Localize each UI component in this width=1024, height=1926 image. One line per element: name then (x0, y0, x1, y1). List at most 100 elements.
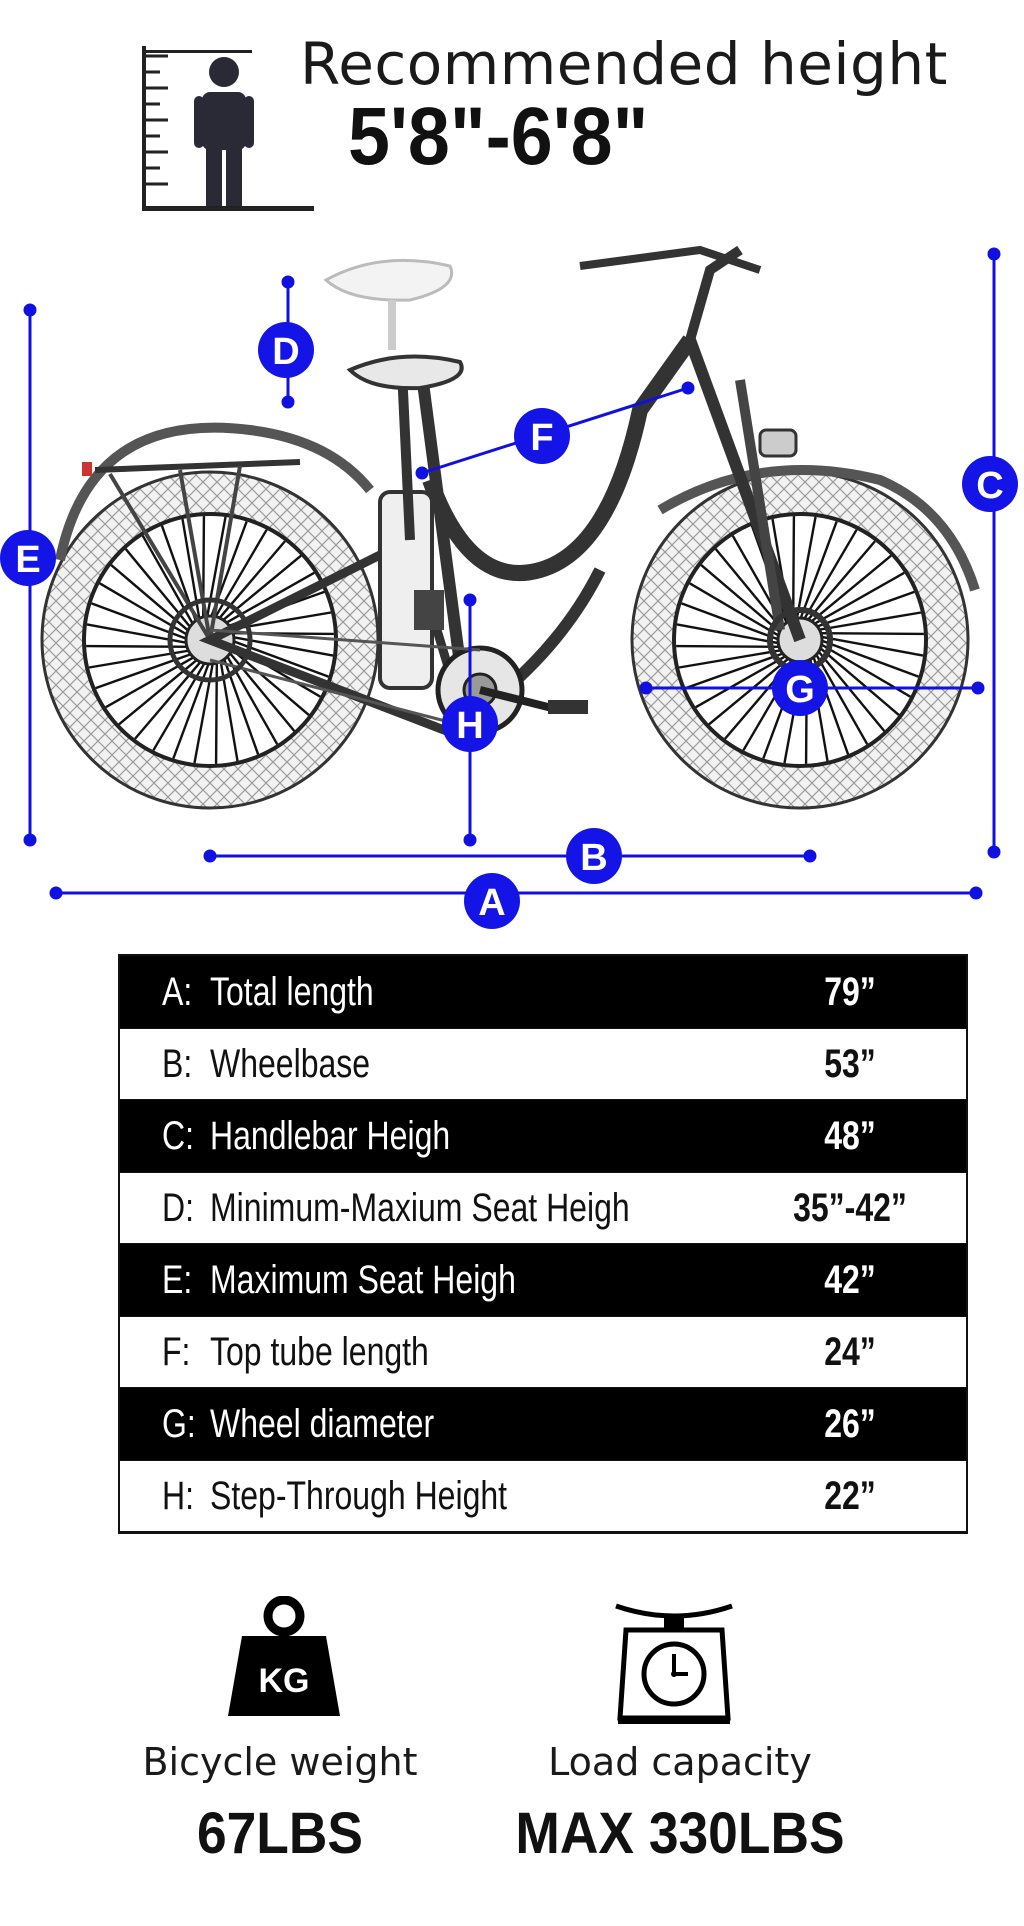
spec-table: A: Total length 79” B: Wheelbase 53” C: … (118, 954, 968, 1534)
wheel-spoke (124, 548, 194, 631)
badge-d: D (258, 322, 314, 378)
wheel-spoke (172, 659, 212, 759)
spec-value: 26” (824, 1401, 876, 1446)
badge-g: G (772, 660, 828, 716)
spec-value: 48” (824, 1113, 876, 1158)
kettlebell-weight-icon: KG (228, 1596, 340, 1716)
dimension-lines (23, 247, 1001, 900)
spec-letter: H: (162, 1473, 194, 1518)
wheel-spoke (86, 623, 191, 645)
wheel-spoke (91, 602, 191, 642)
spec-letter: G: (162, 1401, 196, 1446)
badge-f: F (514, 408, 570, 464)
recommended-height-title: Recommended height (300, 30, 948, 98)
wheel-spoke (229, 635, 334, 657)
wheel-spoke (86, 644, 192, 649)
wheel-spoke (212, 529, 268, 621)
spec-row-top-tube-length: F: Top tube length 24” (120, 1316, 966, 1388)
spec-label: Maximum Seat Heigh (210, 1257, 516, 1302)
spec-row-max-seat-height: E: Maximum Seat Heigh 42” (120, 1244, 966, 1316)
wheel-spoke (819, 635, 924, 657)
wheel-spoke (229, 638, 329, 678)
spec-label: Handlebar Heigh (210, 1113, 451, 1158)
wheel-spoke (816, 649, 886, 732)
load-capacity-value: MAX 330LBS (515, 1801, 845, 1866)
badge-e: E (0, 530, 56, 586)
spec-letter: D: (162, 1185, 194, 1230)
badge-c: C (962, 456, 1018, 512)
spec-value: 35”-42” (793, 1185, 907, 1230)
wheel-spoke (700, 564, 782, 635)
bicycle-weight-caption: Bicycle weight (142, 1740, 418, 1784)
svg-text:D: D (272, 331, 299, 373)
wheel-spoke (118, 656, 201, 726)
svg-text:G: G (785, 669, 815, 711)
spec-label: Wheel diameter (210, 1401, 435, 1446)
bicycle-weight-value: 67LBS (196, 1801, 364, 1866)
wheel-spoke (221, 654, 260, 755)
kitchen-scale-icon (615, 1603, 733, 1724)
spec-letter: A: (162, 969, 193, 1014)
wheel-spoke (685, 651, 786, 690)
spec-value: 22” (824, 1473, 876, 1518)
wheel-spoke (805, 540, 876, 622)
wheel-spoke (798, 521, 838, 621)
height-chart-person-icon (142, 46, 314, 211)
bike-illustration (40, 245, 980, 810)
svg-text:A: A (478, 882, 505, 924)
svg-text:H: H (456, 705, 483, 747)
wheel-spoke (818, 645, 900, 716)
wheel-spoke (228, 645, 310, 716)
wheel-spoke (99, 582, 191, 638)
spec-row-seat-height-range: D: Minimum-Maxium Seat Heigh 35”-42” (120, 1172, 966, 1244)
wheel-spoke (708, 656, 791, 726)
wheel-spoke (222, 571, 315, 626)
spec-letter: B: (162, 1041, 193, 1086)
wheel-spoke (215, 540, 286, 622)
spec-row-wheelbase: B: Wheelbase 53” (120, 1028, 966, 1100)
spec-label: Wheelbase (210, 1041, 371, 1086)
wheel-spoke (134, 658, 205, 740)
wheel-spoke (809, 554, 892, 624)
bike-dimension-diagram: A B C D E F G H (0, 245, 1018, 929)
svg-text:F: F (530, 417, 553, 459)
wheel-spoke (678, 648, 783, 669)
wheel-spoke (812, 571, 905, 626)
spec-letter: F: (162, 1329, 191, 1374)
wheel-spoke (817, 611, 922, 632)
wheel-spoke (814, 590, 915, 629)
wheel-spoke (791, 516, 796, 622)
spec-row-wheel-diameter: G: Wheel diameter 26” (120, 1388, 966, 1460)
wheel-spoke (105, 654, 198, 709)
wheel-spoke (152, 659, 208, 751)
wheel-spoke (141, 535, 196, 628)
wheel-spoke (95, 651, 196, 690)
spec-row-step-through-height: H: Step-Through Height 22” (120, 1460, 966, 1532)
wheel-spoke (802, 529, 858, 621)
spec-letter: C: (162, 1113, 194, 1158)
wheel-spoke (226, 649, 296, 732)
weight-icon-text: KG (259, 1662, 310, 1700)
spec-letter: E: (162, 1257, 193, 1302)
badge-a: A (464, 873, 520, 929)
wheel-spoke (193, 659, 215, 764)
wheel-spoke (218, 657, 239, 762)
wheel-spoke (795, 516, 817, 621)
wheel-spoke (219, 554, 302, 624)
wheel-spoke (681, 602, 781, 642)
wheel-spoke (181, 518, 202, 623)
wheel-spoke (819, 638, 919, 678)
spec-row-handlebar-height: C: Handlebar Heigh 48” (120, 1100, 966, 1172)
spec-row-total-length: A: Total length 79” (120, 956, 966, 1028)
wheel-spoke (205, 516, 227, 621)
spec-value: 42” (824, 1257, 876, 1302)
badge-h: H (442, 696, 498, 752)
wheel-spoke (714, 548, 784, 631)
wheel-spoke (695, 654, 788, 709)
wheel-spoke (88, 648, 193, 669)
wheel-spoke (818, 631, 924, 636)
wheel-spoke (814, 652, 869, 745)
load-capacity-caption: Load capacity (548, 1740, 812, 1784)
svg-text:C: C (976, 465, 1003, 507)
spec-label: Top tube length (210, 1329, 429, 1374)
